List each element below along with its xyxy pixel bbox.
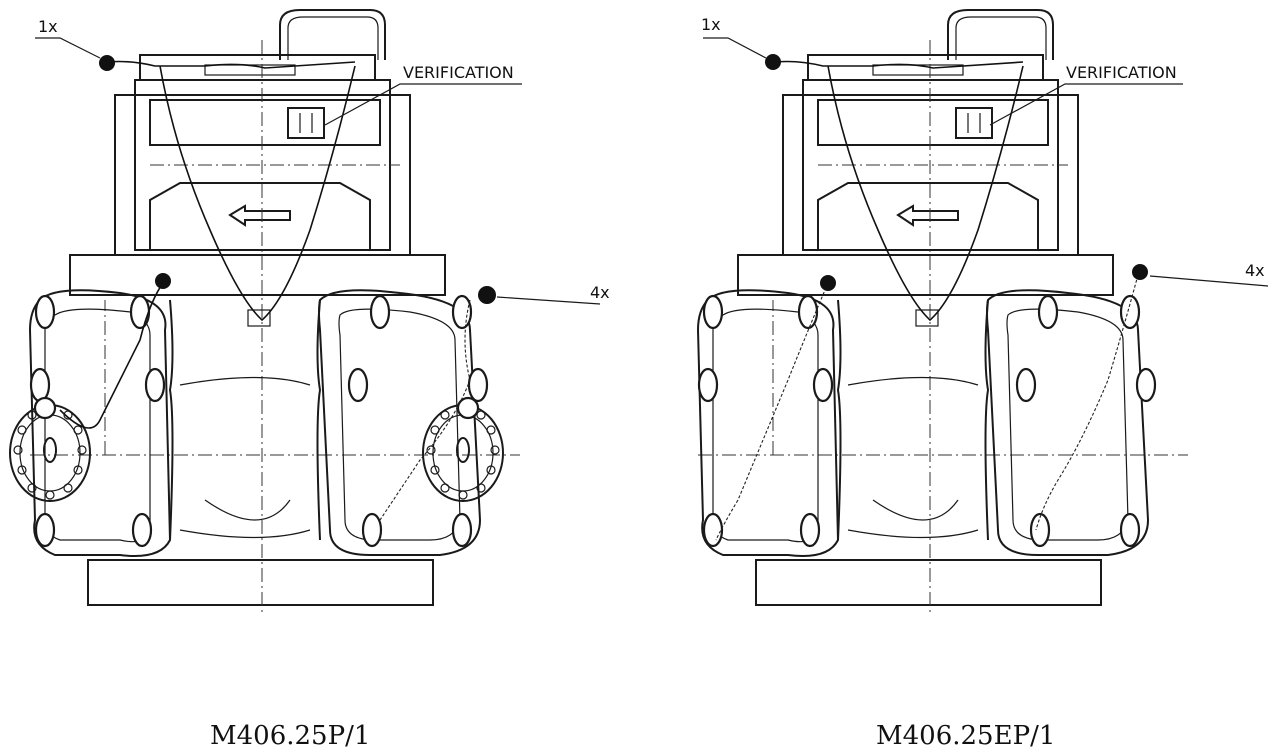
seal-wire-left-chamber — [59, 279, 166, 429]
label-1x-left: 1x — [38, 17, 58, 36]
leader-4x-left — [496, 296, 601, 305]
seal-top-left — [99, 55, 115, 71]
label-verification-left: VERIFICATION — [403, 63, 514, 82]
seal-body-right-a — [820, 275, 836, 291]
caption-left: M406.25P/1 — [210, 721, 370, 750]
seal-top-right — [765, 54, 781, 70]
leader-verification-right — [989, 83, 1183, 126]
seal-wire-top-left — [107, 60, 356, 69]
seal-wire-right-chamber — [379, 299, 471, 521]
leader-4x-right — [1149, 275, 1269, 287]
label-1x-right: 1x — [701, 15, 721, 34]
seal-wire-twisted-right — [1035, 274, 1139, 531]
seal-body-left-b — [478, 286, 496, 304]
label-4x-right: 4x — [1245, 261, 1265, 280]
seal-wire-top-right — [775, 60, 1024, 69]
leader-1x-left — [35, 37, 101, 59]
leader-verification-left — [324, 83, 522, 126]
seal-body-right-b — [1132, 264, 1148, 280]
caption-right: M406.25EP/1 — [876, 721, 1055, 750]
seal-wire-loop-right — [827, 65, 1024, 322]
seal-body-left-a — [155, 273, 171, 289]
meter-left: 1x VERIFICATION 4x M406.25P/1 — [8, 8, 610, 750]
label-verification-right: VERIFICATION — [1066, 63, 1177, 82]
leader-1x-right — [703, 37, 767, 59]
meter-right: 1x VERIFICATION 4x M406.25EP/1 — [696, 8, 1269, 750]
seal-wire-loop-left — [159, 65, 356, 322]
label-4x-left: 4x — [590, 283, 610, 302]
